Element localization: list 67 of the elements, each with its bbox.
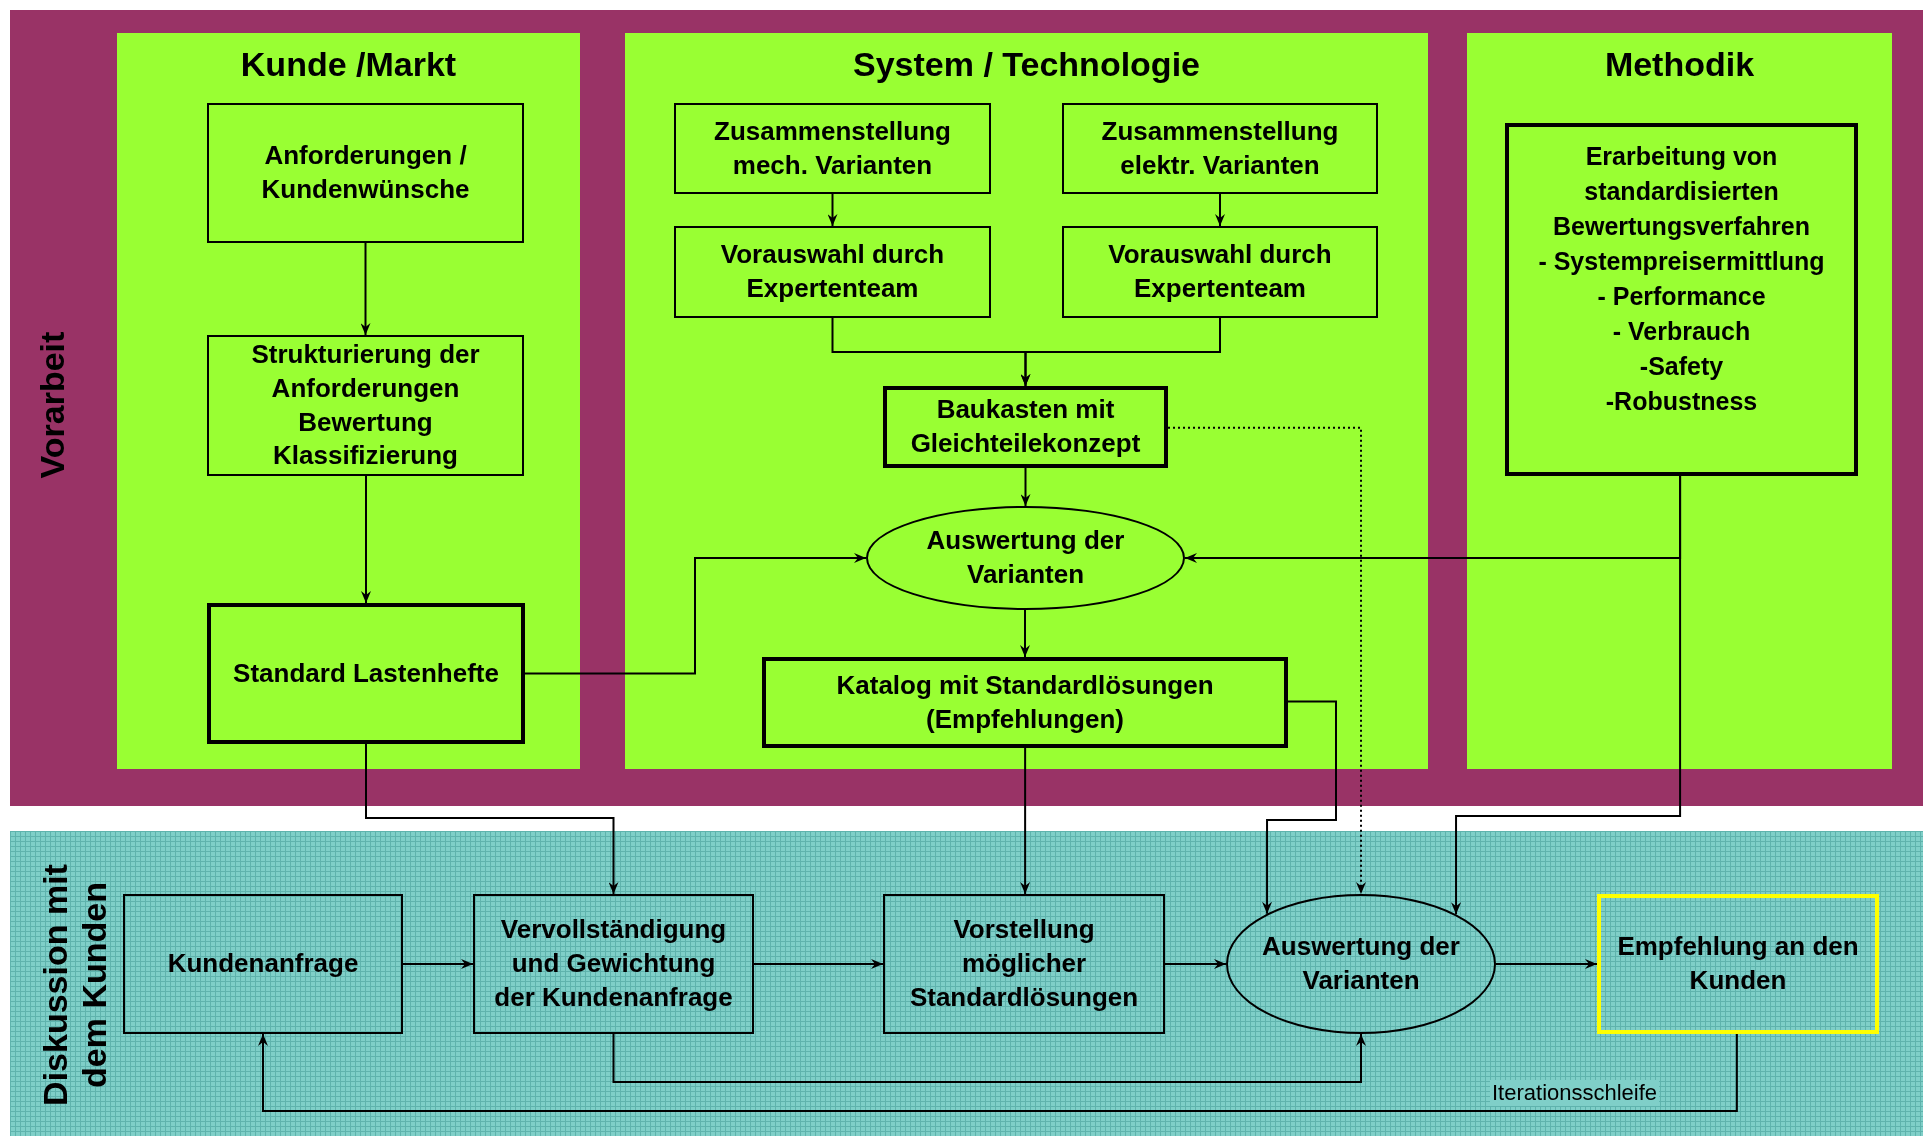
box-label: Kundenanfrage <box>167 947 359 981</box>
process-box <box>207 603 525 744</box>
process-box <box>473 894 754 1034</box>
process-box <box>1062 226 1378 318</box>
arrow <box>1495 959 1598 969</box>
process-box <box>883 386 1168 468</box>
arrow <box>612 1033 1366 1083</box>
box-label: Anforderungen / Kundenwünsche <box>260 139 471 206</box>
band-background <box>10 831 1923 1136</box>
process-box <box>123 894 403 1034</box>
column-heading: System / Technologie <box>852 45 1201 84</box>
process-box <box>762 657 1288 748</box>
arrow <box>1167 426 1366 895</box>
arrow <box>524 553 867 675</box>
box-label: Baukasten mit Gleichteilekonzept <box>909 393 1142 460</box>
process-box <box>674 226 991 318</box>
box-label: Zusammenstellung elektr. Varianten <box>1100 114 1340 182</box>
box-label: Auswertung der Varianten <box>1261 930 1461 997</box>
arrow <box>402 959 474 969</box>
process-box <box>674 103 991 194</box>
box-label: - Systempreisermittlung <box>1538 246 1825 277</box>
band-title: Diskussion mit dem Kunden <box>36 863 115 1108</box>
box-label: Katalog mit Standardlösungen (Empfehlungen) <box>835 668 1215 736</box>
process-box <box>883 894 1165 1034</box>
arrow <box>1215 193 1225 227</box>
evaluation-ellipse <box>1226 894 1496 1034</box>
arrow <box>365 743 619 895</box>
process-box <box>1597 894 1879 1034</box>
arrow <box>361 475 371 604</box>
column-panel <box>625 33 1428 769</box>
box-label: Zusammenstellung mech. Varianten <box>713 114 952 182</box>
box-label: Auswertung der Varianten <box>925 524 1126 591</box>
band-title: Vorarbeit <box>33 330 72 481</box>
box-label: Vorauswahl durch Expertenteam <box>719 238 946 305</box>
arrow <box>1262 700 1337 915</box>
arrow <box>1020 609 1030 658</box>
box-label: - Verbrauch <box>1612 316 1751 347</box>
band-background <box>10 10 1923 806</box>
column-panel <box>117 33 580 769</box>
arrow <box>753 959 884 969</box>
box-label: -Safety <box>1639 351 1724 382</box>
box-label: Empfehlung an den Kunden <box>1616 930 1860 997</box>
box-label: Erarbeitung von standardisierten Bewertungsverfahren <box>1552 141 1811 242</box>
arrow <box>360 242 371 336</box>
column-panel <box>1467 33 1892 769</box>
edge-label: Iterationsschleife <box>1490 1080 1660 1106</box>
column-heading: Kunde /Markt <box>239 45 458 84</box>
box-label: Strukturierung der Anforderungen Bewertung Klassifizierung <box>250 337 481 473</box>
arrow <box>258 1033 1738 1112</box>
box-label: Vervollständigung und Gewichtung der Kundenanfrage <box>493 913 734 1014</box>
process-box <box>1062 103 1378 194</box>
arrow <box>1020 317 1221 387</box>
arrow <box>1451 475 1682 916</box>
box-label: Vorstellung möglicher Standardlösungen <box>909 913 1139 1014</box>
box-label: - Performance <box>1597 281 1766 312</box>
box-label: Standard Lastenhefte <box>233 656 499 690</box>
evaluation-ellipse <box>866 506 1185 610</box>
box-label: -Robustness <box>1605 386 1758 417</box>
arrow <box>1020 467 1031 507</box>
arrow <box>1164 959 1227 969</box>
process-box <box>207 103 524 243</box>
box-label: Vorauswahl durch Expertenteam <box>1107 238 1333 305</box>
process-box <box>207 335 524 476</box>
arrow <box>827 193 838 227</box>
arrow <box>1020 747 1031 895</box>
column-heading: Methodik <box>1603 45 1756 84</box>
process-box <box>1505 123 1858 476</box>
